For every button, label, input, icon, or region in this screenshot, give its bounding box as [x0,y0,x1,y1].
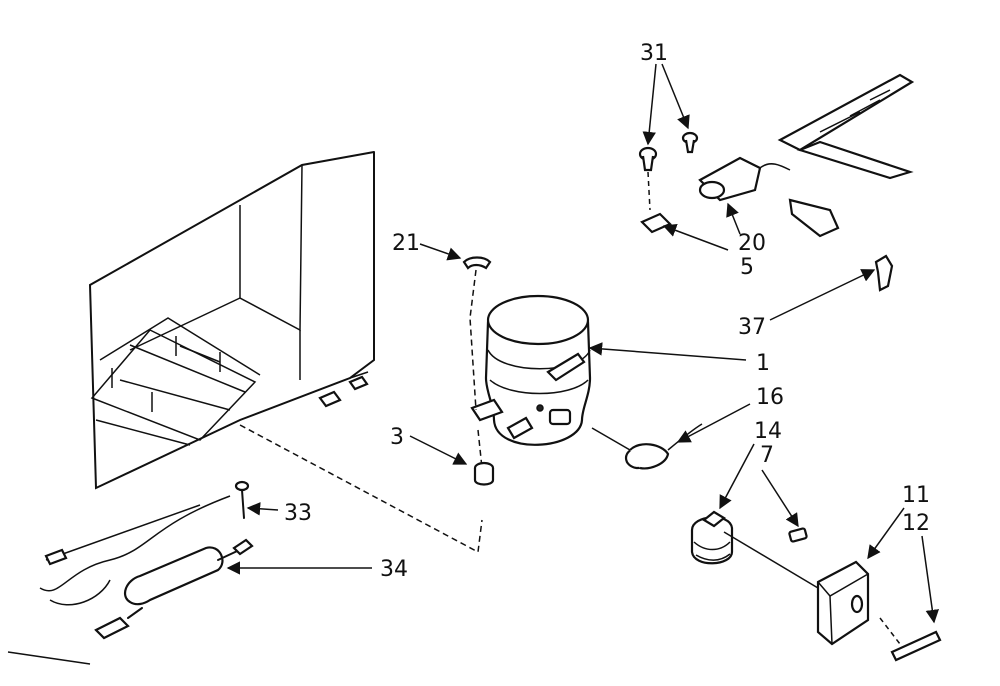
label-37: 37 [738,315,766,340]
drier-part-34 [94,538,254,640]
alignment-line-grommet [469,269,477,411]
relay-part-14 [690,510,734,565]
label-14: 14 [754,419,782,444]
clip-part-21 [462,256,492,270]
label-21: 21 [392,231,420,256]
overload-part-16 [624,423,703,470]
grommet-part-3 [473,461,495,486]
screw-part-31-right [681,131,699,154]
clip-part-7 [788,527,808,543]
leader-lines [226,63,940,624]
label-5: 5 [740,255,754,280]
cabinet-shelf [90,317,261,446]
label-16: 16 [756,385,784,410]
compressor [470,294,592,446]
cover-part-11 [816,560,870,646]
label-34: 34 [380,557,408,582]
cabinet-section [88,151,375,490]
part-labels: 31 20 5 21 37 1 16 14 7 3 33 34 11 12 [284,41,930,582]
label-12: 12 [902,511,930,536]
bracket-part-12 [890,630,942,662]
label-3: 3 [390,425,404,450]
label-11: 11 [902,483,930,508]
label-20: 20 [738,231,766,256]
label-1: 1 [756,351,770,376]
label-7: 7 [760,443,774,468]
screw-part-33 [234,480,250,519]
fan-bracket-assembly [698,73,915,238]
capillary-tube [39,495,231,606]
washer-part-5 [640,212,672,234]
alignment-line-cabinet [239,424,483,554]
screw-part-31-left [638,146,658,172]
bracket-part-37 [874,254,894,292]
label-31: 31 [640,41,668,66]
edge-line [7,651,91,665]
label-33: 33 [284,501,312,526]
